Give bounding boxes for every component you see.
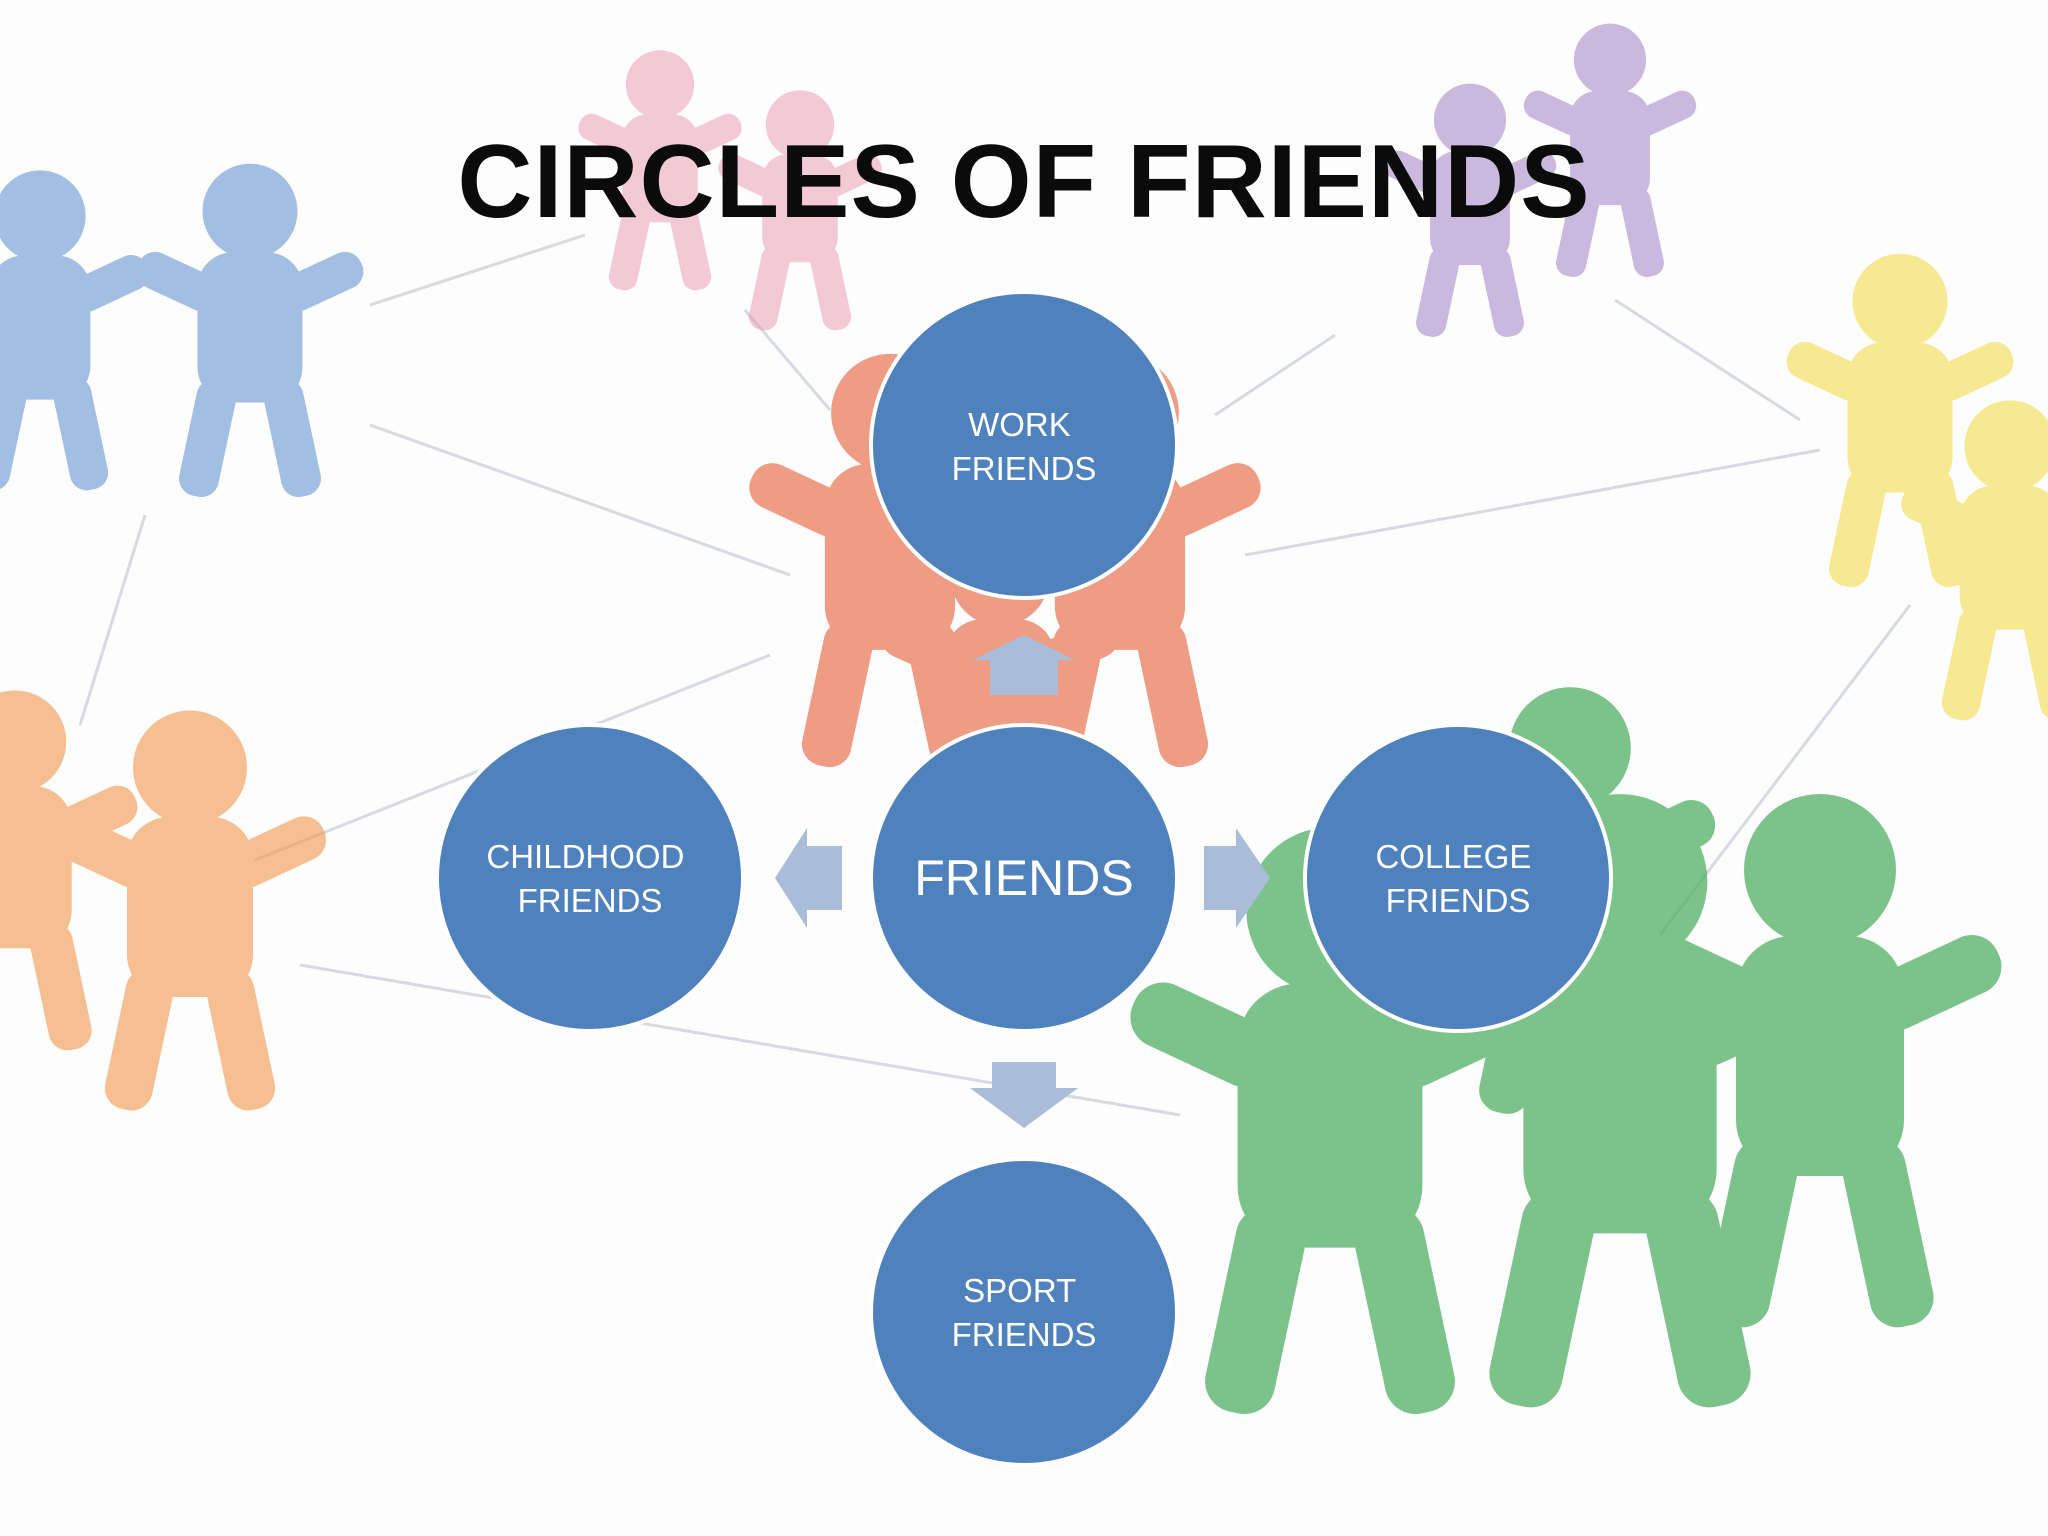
work-friends-circle (869, 290, 1179, 600)
arrow-up-icon (973, 635, 1075, 695)
arrow-right-icon (1204, 828, 1270, 928)
center-friends-label: FRIENDS (914, 850, 1133, 906)
college-friends-circle (1303, 723, 1613, 1033)
sport-friends-label-line2: FRIENDS (952, 1316, 1097, 1353)
college-friends-node: COLLEGE FRIENDS (1303, 723, 1613, 1033)
svg-text:WORK FRIENDS: WORK FRIENDS (952, 406, 1097, 487)
sport-friends-label-line1: SPORT (963, 1272, 1076, 1309)
college-friends-label-line1: COLLEGE (1375, 838, 1531, 875)
center-friends-node: FRIENDS (869, 723, 1179, 1033)
sport-friends-node: SPORT FRIENDS (869, 1157, 1179, 1467)
sport-friends-circle (869, 1157, 1179, 1467)
work-friends-label-line2: FRIENDS (952, 450, 1097, 487)
svg-text:COLLEGE FRIENDS: COLLEGE FRIENDS (1375, 838, 1540, 919)
arrow-left-icon (775, 828, 842, 928)
college-friends-label-line2: FRIENDS (1386, 882, 1531, 919)
childhood-friends-node: CHILDHOOD FRIENDS (435, 723, 745, 1033)
childhood-friends-label-line2: FRIENDS (518, 882, 663, 919)
svg-text:SPORT FRIENDS: SPORT FRIENDS (952, 1272, 1097, 1353)
arrow-down-icon (970, 1062, 1078, 1128)
childhood-friends-label-line1: CHILDHOOD (486, 838, 684, 875)
slide-title: CIRCLES OF FRIENDS (457, 124, 1591, 240)
childhood-friends-circle (435, 723, 745, 1033)
center-friends-circle (869, 723, 1179, 1033)
work-friends-node: WORK FRIENDS (869, 290, 1179, 600)
svg-text:CHILDHOOD FRIENDS: CHILDHOOD FRIENDS (486, 838, 693, 919)
work-friends-label-line1: WORK (968, 406, 1071, 443)
